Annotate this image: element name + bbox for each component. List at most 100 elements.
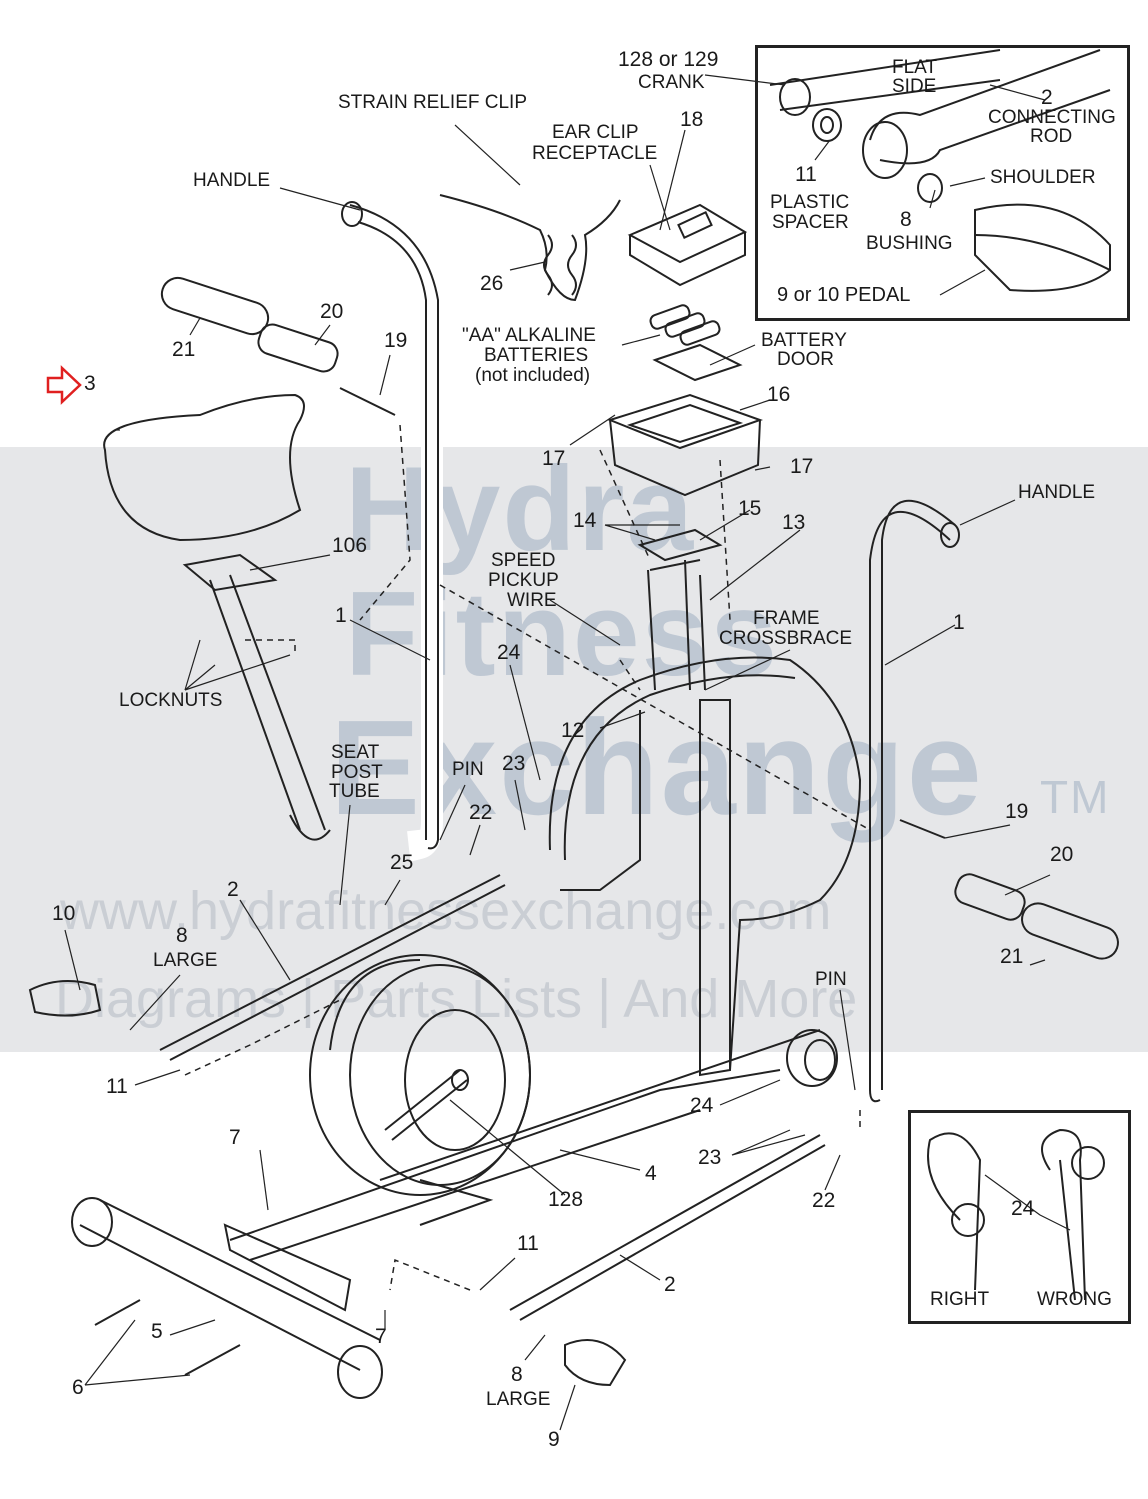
label-24-inset: 24 [1011, 1197, 1035, 1220]
label-handle-left: HANDLE [193, 170, 271, 191]
crank-detail-inset [755, 45, 1130, 321]
label-9: 9 [548, 1428, 560, 1451]
label-spacer: SPACER [772, 212, 849, 233]
label-4: 4 [645, 1162, 657, 1185]
label-batteries: BATTERIES [484, 345, 589, 366]
label-22-mid: 22 [469, 801, 493, 824]
highlight-arrow-icon [46, 365, 82, 405]
label-seat: SEAT [331, 742, 380, 763]
crank-arm [384, 1069, 468, 1141]
label-11-left: 11 [106, 1075, 128, 1098]
label-not-included: (not included) [475, 365, 591, 386]
label-locknuts: LOCKNUTS [119, 690, 223, 711]
right-grip-21 [1021, 902, 1119, 960]
pin-right [927, 1132, 982, 1291]
label-strain-relief-clip: STRAIN RELIEF CLIP [338, 92, 527, 113]
label-wire: WIRE [507, 590, 557, 611]
label-8-left: 8 [176, 924, 188, 947]
label-pedal-inset: 9 or 10 PEDAL [777, 284, 911, 306]
label-20-right: 20 [1050, 843, 1074, 866]
label-19-right: 19 [1005, 800, 1029, 823]
label-crank: CRANK [638, 72, 705, 93]
label-crossbrace: CROSSBRACE [719, 628, 853, 649]
label-right: RIGHT [930, 1289, 990, 1310]
label-18: 18 [680, 108, 704, 131]
pedal-10 [28, 980, 102, 1017]
right-handle [869, 499, 956, 1103]
label-post: POST [331, 762, 383, 783]
label-pin-right: PIN [815, 969, 847, 990]
label-battery: BATTERY [761, 330, 847, 351]
label-14: 14 [573, 509, 597, 532]
label-26: 26 [480, 272, 504, 295]
label-2-left: 2 [227, 878, 239, 901]
label-5: 5 [151, 1320, 163, 1343]
label-7-top: 7 [229, 1126, 241, 1149]
connecting-rod-left [159, 874, 506, 1061]
label-106: 106 [332, 534, 368, 557]
label-2-bottom: 2 [664, 1273, 676, 1296]
right-sleeve-20 [954, 873, 1026, 921]
label-crank-number: 128 or 129 [618, 48, 719, 71]
label-large-left: LARGE [153, 950, 218, 971]
inset-pedal [974, 203, 1111, 292]
console [607, 393, 763, 497]
label-wrong: WRONG [1037, 1289, 1112, 1310]
pin-wrong [1041, 1128, 1086, 1301]
label-plastic: PLASTIC [770, 192, 850, 213]
left-sleeve-20 [257, 323, 339, 373]
label-speed: SPEED [491, 550, 556, 571]
label-receptacle: RECEPTACLE [532, 143, 658, 164]
label-21-left: 21 [172, 338, 196, 361]
label-rod: ROD [1030, 126, 1073, 147]
left-handle [348, 199, 443, 862]
label-21-right: 21 [1000, 945, 1024, 968]
label-25: 25 [390, 851, 414, 874]
label-side: SIDE [892, 76, 937, 97]
label-1-right: 1 [953, 611, 965, 634]
label-8-inset: 8 [900, 208, 912, 231]
label-flat: FLAT [892, 57, 938, 78]
watermark-tagline: Diagrams | Parts Lists | And More [55, 969, 858, 1029]
watermark-trademark: TM [1040, 771, 1111, 823]
label-128: 128 [548, 1188, 584, 1211]
label-handle-right: HANDLE [1018, 482, 1096, 503]
label-24-right: 24 [690, 1094, 714, 1117]
label-17-right: 17 [790, 455, 814, 478]
label-23-right: 23 [698, 1146, 722, 1169]
watermark-brand-line1: Hydra [345, 442, 696, 576]
watermark-band [0, 447, 1148, 1052]
label-16: 16 [767, 383, 791, 406]
label-19-left: 19 [384, 329, 408, 352]
label-3: 3 [84, 372, 96, 395]
label-pickup: PICKUP [488, 570, 559, 591]
label-17-left: 17 [542, 447, 566, 470]
pedal-9 [564, 1339, 627, 1387]
label-connecting-number: 2 [1041, 86, 1053, 109]
ear-clip-cord [439, 194, 621, 302]
left-grip-21 [160, 276, 270, 336]
connecting-rod-right [509, 1134, 826, 1321]
label-10: 10 [52, 902, 76, 925]
label-22-right: 22 [812, 1189, 836, 1212]
label-shoulder: SHOULDER [990, 167, 1096, 188]
label-large-bottom: LARGE [486, 1389, 551, 1410]
label-15: 15 [738, 497, 762, 520]
label-door: DOOR [777, 349, 834, 370]
label-connecting: CONNECTING [988, 107, 1116, 128]
watermark-url: www.hydrafitnessexchange.com [60, 881, 832, 941]
label-8-bottom: 8 [511, 1363, 523, 1386]
label-ear-clip: EAR CLIP [552, 122, 639, 143]
stabilizer [79, 1199, 381, 1371]
label-11-bottom: 11 [517, 1232, 539, 1255]
label-13: 13 [782, 511, 806, 534]
frame-shroud [548, 656, 862, 1071]
ear-clip-receptacle [627, 203, 748, 287]
label-aa-alkaline: "AA" ALKALINE [462, 325, 596, 346]
label-frame: FRAME [753, 608, 820, 629]
label-tube: TUBE [329, 781, 380, 802]
frame-rail [229, 1029, 821, 1261]
label-12: 12 [561, 719, 585, 742]
